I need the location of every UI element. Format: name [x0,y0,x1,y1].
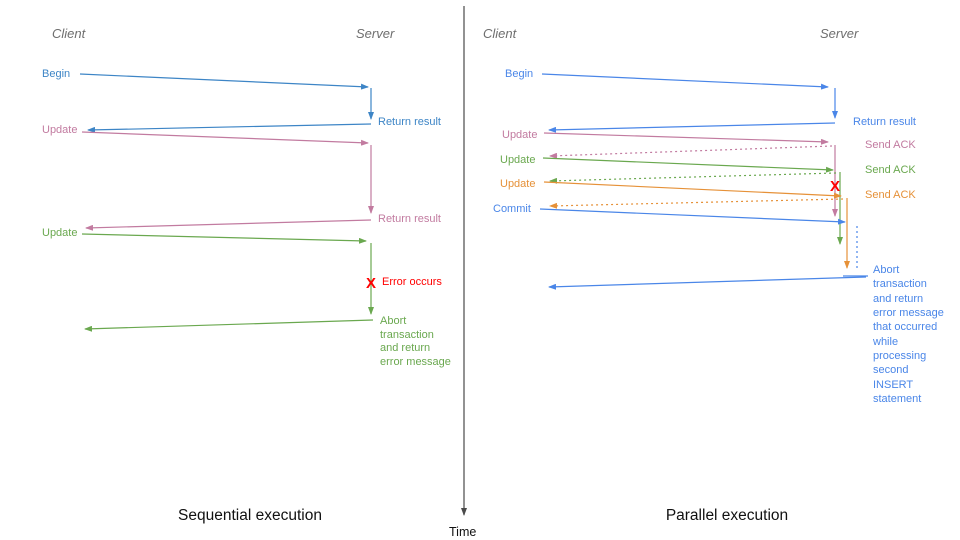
parallel-diagram: Client Server Begin Return result Update… [483,26,944,524]
left-return-result-1-label: Return result [378,116,441,128]
right-send-ack-3-arrow [549,198,844,209]
right-diagram-title: Parallel execution [666,507,788,524]
right-return-result-arrow [548,122,836,133]
left-client-header: Client [52,26,87,41]
right-begin-request-arrow [541,73,829,90]
right-send-ack-1-label: Send ACK [865,139,916,151]
right-return-result-label: Return result [853,116,916,128]
right-commit-label: Commit [493,203,531,215]
sequential-diagram: Client Server Begin Return result Update… [42,26,451,524]
right-abort-line-3: and return [873,293,923,305]
right-abort-line-10: statement [873,393,921,405]
right-abort-line-2: transaction [873,278,927,290]
right-send-ack-2-label: Send ACK [865,164,916,176]
left-abort-line-2: transaction [380,329,434,341]
right-abort-line-4: error message [873,307,944,319]
right-error-x-icon: X [830,178,840,195]
right-client-header: Client [483,26,518,41]
left-abort-line-3: and return [380,342,430,354]
right-update-2-request-arrow [542,157,834,173]
left-return-result-1-arrow [87,123,372,133]
right-abort-line-8: second [873,364,908,376]
left-abort-message-label: Abort transaction and return error messa… [380,315,451,368]
left-abort-line-4: error message [380,356,451,368]
left-server-header: Server [356,26,395,41]
right-send-ack-3-label: Send ACK [865,189,916,201]
right-abort-return-arrow [548,276,867,290]
right-commit-request-arrow [539,208,846,225]
right-abort-message-label: Abort transaction and return error messa… [872,264,944,405]
left-begin-label: Begin [42,68,70,80]
right-abort-line-5: that occurred [873,321,937,333]
right-update-1-label: Update [502,129,537,141]
left-update-1-request-arrow [81,131,369,146]
right-begin-label: Begin [505,68,533,80]
time-axis-label: Time [449,525,476,539]
right-server-header: Server [820,26,859,41]
left-begin-request-arrow [79,73,369,90]
time-axis: Time [449,6,476,539]
left-return-result-2-arrow [85,219,372,231]
right-send-ack-1-arrow [549,145,833,159]
left-return-result-2-label: Return result [378,213,441,225]
right-update-2-label: Update [500,154,535,166]
right-send-ack-2-arrow [549,172,837,184]
left-error-occurs-label: Error occurs [382,276,442,288]
left-abort-line-1: Abort [380,315,406,327]
right-abort-line-1: Abort [873,264,899,276]
right-abort-line-6: while [872,336,898,348]
right-update-1-request-arrow [543,132,829,145]
right-update-3-label: Update [500,178,535,190]
left-update-2-label: Update [42,227,77,239]
left-abort-return-arrow [84,319,374,332]
left-update-2-request-arrow [81,233,367,244]
left-error-x-icon: X [366,275,376,292]
right-abort-line-7: processing [873,350,926,362]
left-diagram-title: Sequential execution [178,507,322,524]
right-abort-line-9: INSERT [873,379,913,391]
left-update-1-label: Update [42,124,77,136]
right-update-3-request-arrow [543,181,842,199]
